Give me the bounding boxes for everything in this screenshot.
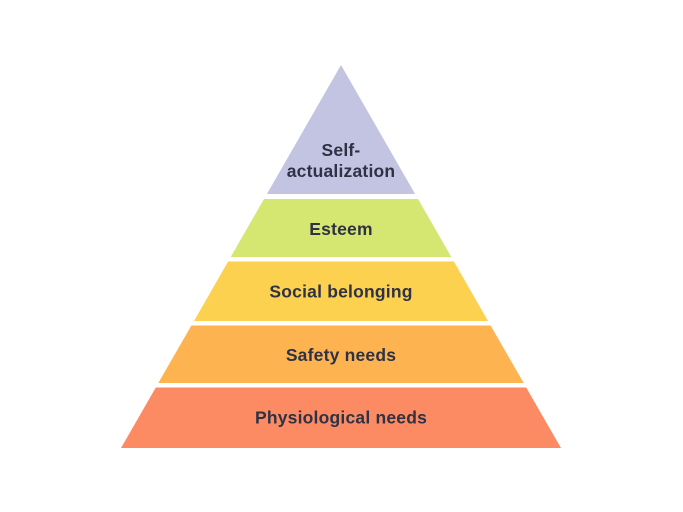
pyramid-level-self-actualization	[266, 65, 416, 194]
label-esteem: Esteem	[309, 219, 372, 239]
label-safety-needs: Safety needs	[286, 345, 396, 365]
label-self-actualization-line1: Self-	[322, 140, 361, 160]
label-self-actualization-line2: actualization	[287, 161, 396, 181]
pyramid-level-physiological-needs	[121, 387, 561, 448]
pyramid-level-esteem	[230, 199, 452, 257]
label-physiological-needs: Physiological needs	[255, 408, 427, 428]
pyramid-level-social-belonging	[194, 261, 488, 321]
label-social-belonging: Social belonging	[269, 282, 412, 302]
pyramid-level-safety-needs	[158, 325, 524, 383]
